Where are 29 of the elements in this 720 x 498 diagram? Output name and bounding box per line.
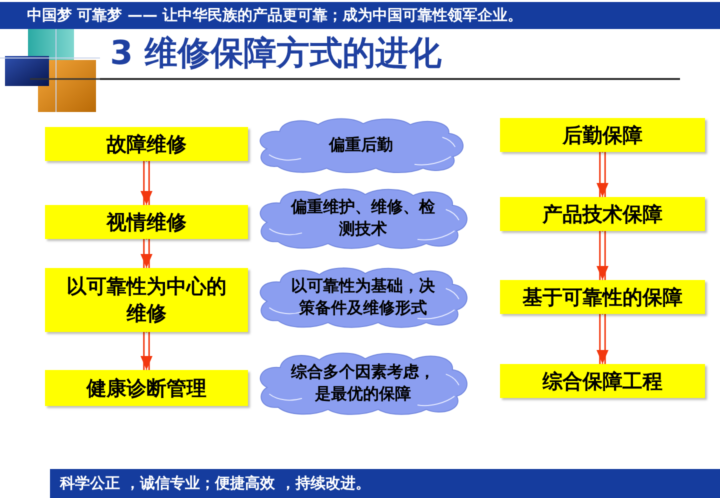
footer-text: 科学公正 ，诚信专业；便捷高效 ，持续改进。	[60, 474, 370, 493]
step-text: 以可靠性为中心的维修	[66, 273, 228, 327]
note-text: 偏重后勤	[329, 134, 393, 156]
step-text: 故障维修	[106, 130, 186, 158]
arrow	[140, 331, 152, 371]
note-text: 偏重维护、维修、检测技术	[290, 196, 436, 240]
arrow	[140, 238, 152, 269]
process-box	[500, 197, 705, 231]
step-text: 视情维修	[106, 208, 186, 236]
step-text: 基于可靠性的保障	[522, 284, 682, 310]
arrow	[596, 230, 608, 281]
step-text: 综合保障工程	[542, 368, 662, 394]
process-box	[500, 118, 705, 152]
step-text: 健康诊断管理	[86, 374, 206, 402]
slogan-text: 中国梦 可靠梦 —— 让中华民族的产品更可靠；成为中国可靠性领军企业。	[27, 6, 523, 25]
arrow	[596, 313, 608, 365]
arrow	[596, 151, 608, 198]
note-text: 以可靠性为基础，决策备件及维修形式	[290, 275, 436, 319]
arrow	[140, 160, 152, 206]
process-box	[500, 280, 705, 314]
step-text: 产品技术保障	[542, 200, 662, 228]
slide-title: 3 维修保障方式的进化	[110, 32, 442, 74]
step-text: 后勤保障	[562, 122, 642, 148]
process-box	[45, 127, 248, 161]
note-text: 综合多个因素考虑，是最优的保障	[290, 361, 436, 405]
process-box	[45, 370, 248, 406]
process-box	[45, 205, 248, 239]
process-box	[500, 364, 705, 398]
process-box	[45, 268, 248, 332]
